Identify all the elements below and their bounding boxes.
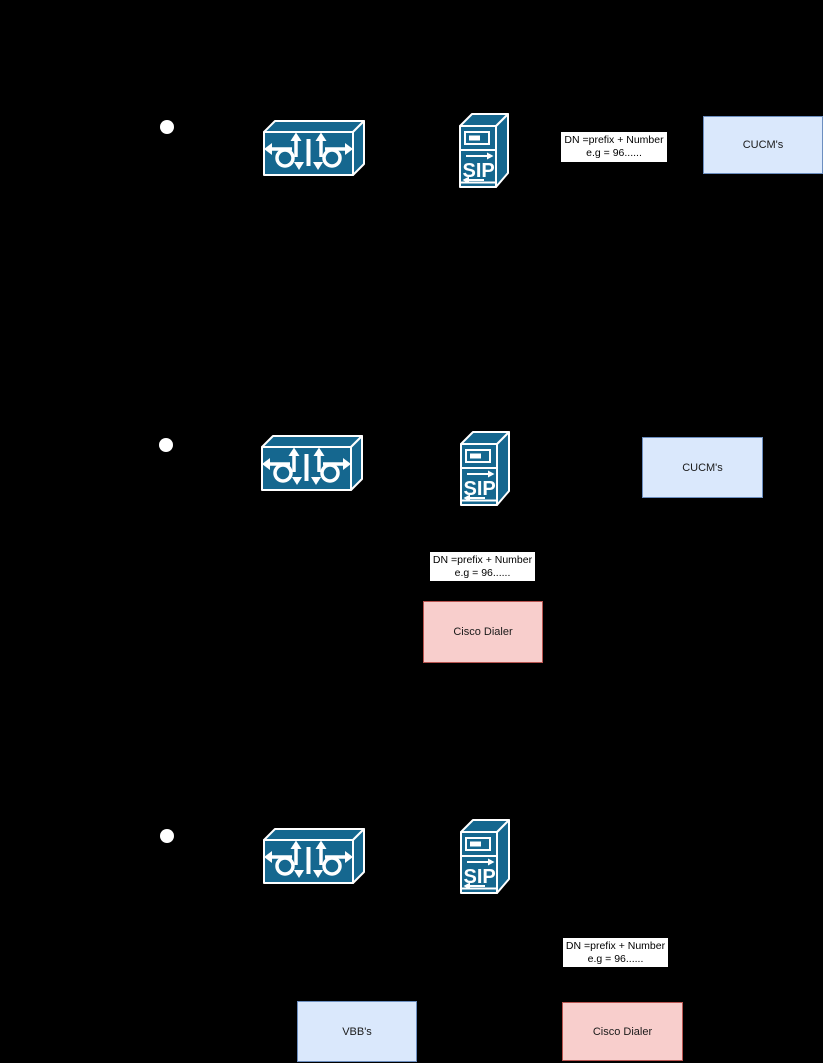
cucm-box: CUCM's [642,437,763,498]
dn-note-line1: DN =prefix + Number [432,553,533,566]
cisco-dialer-box-label: Cisco Dialer [592,1025,653,1038]
dn-note-line2: e.g = 96...... [586,147,642,159]
sip-server-icon [459,430,511,506]
sip-server-icon [458,112,510,188]
cisco-dialer-box: Cisco Dialer [562,1002,683,1061]
cisco-router-icon [262,119,366,177]
vbb-box-label: VBB's [342,1025,372,1038]
bullet-icon [160,120,174,134]
cisco-router-icon [260,434,364,492]
dn-note-line2: e.g = 96...... [454,566,511,579]
cisco-dialer-box: Cisco Dialer [423,601,543,663]
dn-note: DN =prefix + Number e.g = 96...... [563,938,668,967]
dn-note: DN =prefix + Number e.g = 96...... [430,552,535,581]
cucm-box-label: CUCM's [742,139,784,151]
dn-note-line1: DN =prefix + Number [565,939,666,952]
vbb-box: VBB's [297,1001,417,1062]
bullet-icon [160,829,174,843]
dn-note: DN =prefix + Number e.g = 96...... [561,132,667,162]
dn-note-line2: e.g = 96...... [587,952,644,965]
cisco-router-icon [262,827,366,885]
bullet-icon [159,438,173,452]
cisco-dialer-box-label: Cisco Dialer [453,626,513,638]
sip-server-icon [459,818,511,894]
dn-note-line1: DN =prefix + Number [564,134,664,146]
cucm-box-label: CUCM's [682,461,723,474]
cucm-box: CUCM's [703,116,823,174]
